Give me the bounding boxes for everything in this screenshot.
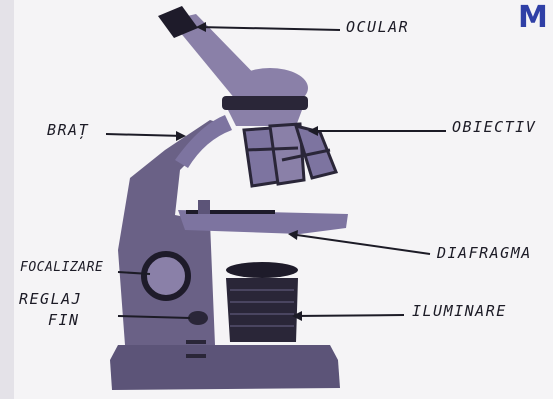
stage-knob	[198, 200, 210, 214]
label-ocular: OCULAR	[346, 18, 409, 36]
label-reglaj-line1: REGLAJ	[19, 290, 82, 308]
label-iluminare: ILUMINARE	[412, 302, 507, 320]
objective-lenses	[244, 124, 336, 186]
leader-ocular	[198, 27, 340, 30]
corner-heading-fragment: M	[518, 0, 548, 35]
label-diafragma: DIAFRAGMA	[437, 244, 532, 262]
microscope-base	[110, 345, 340, 390]
paper-edge-shadow	[0, 0, 14, 399]
label-brat: BRAȚ	[47, 121, 89, 139]
leader-diafragma	[290, 234, 430, 254]
coarse-focus-knob	[144, 254, 188, 298]
microscope-pillar	[118, 120, 222, 345]
label-obiectiv: OBIECTIV	[452, 118, 536, 136]
leader-brat	[106, 134, 184, 136]
head-ring	[222, 96, 308, 110]
leader-iluminare	[294, 315, 404, 316]
illuminator-housing	[226, 278, 298, 342]
condenser-top	[226, 262, 298, 278]
label-focalizare: FOCALIZARE	[20, 260, 103, 275]
label-reglaj-line2: FIN	[48, 311, 80, 329]
fine-focus-knob	[188, 311, 208, 325]
